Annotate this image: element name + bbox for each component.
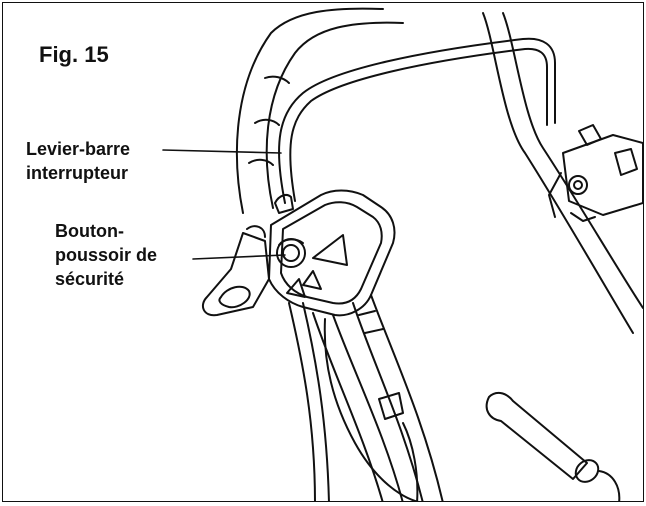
button-callout-label: Bouton- poussoir de sécurité — [55, 221, 158, 289]
lever-bar — [278, 37, 556, 204]
cable — [288, 302, 420, 501]
lever-callout-label: Levier-barre interrupteur — [26, 139, 131, 183]
right-clamp — [548, 124, 643, 222]
control-box — [268, 189, 396, 317]
button-leader-line — [192, 254, 286, 260]
left-bracket — [201, 225, 270, 317]
right-handle-tube — [482, 12, 643, 334]
safety-push-button — [276, 238, 306, 268]
mower-handle-drawing — [162, 7, 643, 501]
figure-title: Fig. 15 — [39, 42, 109, 67]
lower-handle-shafts — [312, 294, 444, 501]
outer-handle-bar — [235, 7, 404, 214]
grip-cylinder — [485, 391, 621, 501]
lever-leader-line — [162, 149, 282, 154]
